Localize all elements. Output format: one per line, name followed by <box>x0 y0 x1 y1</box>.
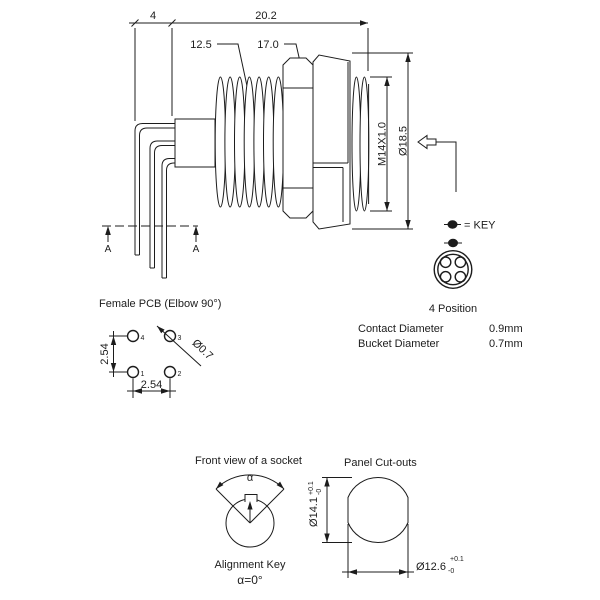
panel-dia-vertical-tol-plus: +0.1 <box>308 481 315 495</box>
arrowhead <box>216 481 224 489</box>
socket-title: Front view of a socket <box>195 455 302 467</box>
dim-total-length: 20.2 <box>255 10 276 22</box>
panel-dia-vertical: Ø14.1 <box>308 497 320 527</box>
arrowhead <box>157 326 165 334</box>
horizontal-pitch-dimension: 2.54 <box>127 378 176 398</box>
arrowhead <box>247 501 253 510</box>
arrowhead <box>360 20 368 26</box>
thread-spec-dimension: M14X1.0 <box>370 76 392 212</box>
front-thread <box>351 76 370 212</box>
dim-body-diameter: Ø18.5 <box>398 126 410 156</box>
rear-thread <box>214 76 285 208</box>
pin-hole-4 <box>126 329 140 343</box>
pin-number-3: 3 <box>178 335 182 342</box>
panel-title: Panel Cut-outs <box>344 457 417 469</box>
arrowhead <box>193 226 199 235</box>
middle-collar <box>282 57 314 219</box>
panel-dia-horizontal-tol-minus: -0 <box>448 568 454 575</box>
pitch-vertical: 2.54 <box>99 343 111 364</box>
pin-hole-1 <box>126 365 140 379</box>
arrowhead <box>133 388 142 394</box>
dim-rear-length: 4 <box>150 10 156 22</box>
panel-cutout-view: Panel Cut-outs Ø14.1 +0.1 -0 Ø12.6 +0.1 … <box>308 457 464 578</box>
arrowhead <box>384 202 390 211</box>
arrowhead <box>405 53 411 62</box>
dim-thread-spec: M14X1.0 <box>377 122 389 166</box>
elbow-pins <box>134 123 175 279</box>
arrowhead <box>324 477 330 487</box>
connector-face <box>433 249 473 289</box>
pitch-horizontal: 2.54 <box>141 379 162 391</box>
section-label-left: A <box>105 244 112 255</box>
bucket-diameter-label: Bucket Diameter <box>358 338 440 350</box>
dim-thread-length: 12.5 <box>190 39 211 51</box>
arrowhead <box>276 481 284 489</box>
panel-dia-horizontal-tol-plus: +0.1 <box>450 556 464 563</box>
panel-vertical-dimension: Ø14.1 +0.1 -0 <box>308 477 352 543</box>
arrowhead <box>399 569 408 575</box>
pin-hole-3 <box>163 329 177 343</box>
section-line-a-a: A A <box>102 225 200 255</box>
bucket-diameter-value: 0.7mm <box>489 338 523 350</box>
rear-block <box>174 118 216 168</box>
main-side-view: 4 20.2 12.5 17.0 <box>102 10 413 279</box>
key-legend-label: = KEY <box>464 220 496 232</box>
key-legend: = KEY <box>444 220 496 232</box>
face-view-group: = KEY 4 Position Contact Diameter 0.9mm … <box>358 134 523 350</box>
vertical-pitch-dimension: 2.54 <box>99 331 127 377</box>
section-label-right: A <box>193 244 200 255</box>
arrowhead <box>110 336 117 345</box>
angle-symbol: α <box>247 472 254 484</box>
key-position-dot-icon <box>448 238 458 248</box>
dim-shell-length: 17.0 <box>257 39 278 51</box>
pcb-title: Female PCB (Elbow 90°) <box>99 298 221 310</box>
pcb-pin-layout: Female PCB (Elbow 90°) 4 3 1 2 2.54 2. <box>99 298 221 398</box>
contact-diameter-label: Contact Diameter <box>358 323 444 335</box>
arrowhead <box>324 533 330 543</box>
angle-dimension: α <box>215 472 285 524</box>
socket-front-view: Front view of a socket α Alignment Key α… <box>195 455 302 587</box>
pin-number-2: 2 <box>178 371 182 378</box>
panel-dia-horizontal: Ø12.6 <box>416 561 446 573</box>
contact-diameter-value: 0.9mm <box>489 323 523 335</box>
pin-hole-2 <box>163 365 177 379</box>
key-dot-icon <box>447 220 458 229</box>
arrowhead <box>405 220 411 229</box>
contact-table: Contact Diameter 0.9mm Bucket Diameter 0… <box>358 323 523 350</box>
arrowhead <box>110 363 117 372</box>
position-title: 4 Position <box>429 303 477 315</box>
arrowhead <box>384 77 390 86</box>
alignment-key-caption: Alignment Key <box>215 559 286 571</box>
top-dimension-lines: 4 20.2 <box>129 10 369 121</box>
view-direction-arrow-icon <box>417 134 437 150</box>
body-diameter-dimension: Ø18.5 <box>352 52 413 230</box>
front-shell <box>312 54 351 230</box>
panel-cutout-shape <box>347 477 409 543</box>
alpha-caption: α=0° <box>237 573 263 587</box>
panel-horizontal-dimension: Ø12.6 +0.1 -0 <box>342 524 464 578</box>
arrowhead <box>161 388 170 394</box>
alignment-key-notch <box>244 494 258 502</box>
arrowhead <box>348 569 357 575</box>
panel-dia-vertical-tol-minus: -0 <box>316 489 323 495</box>
pin-number-4: 4 <box>141 335 145 342</box>
pin-number-1: 1 <box>141 371 145 378</box>
arrowhead <box>105 226 111 235</box>
